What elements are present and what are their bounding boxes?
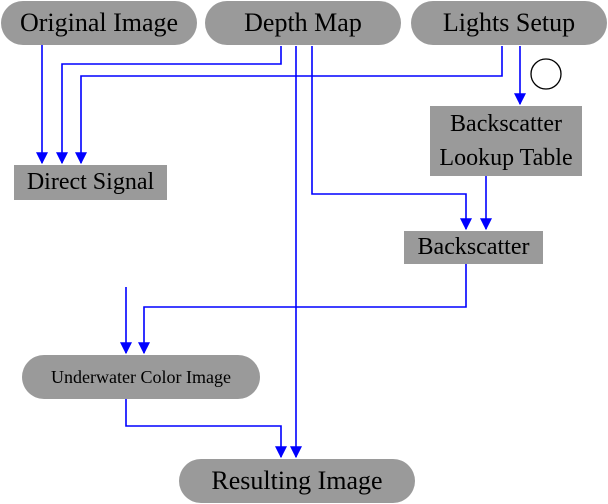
node-label: Resulting Image — [211, 466, 383, 495]
node-backscatter: Backscatter — [404, 231, 543, 264]
node-label: Backscatter — [417, 234, 530, 260]
node-underwater-color-image: Underwater Color Image — [22, 355, 260, 399]
node-label: Lights Setup — [442, 8, 576, 37]
node-depth-map: Depth Map — [205, 1, 401, 45]
edge-depth-to-direct — [56, 46, 282, 165]
edge-lights-to-direct — [75, 46, 503, 165]
edge-backscatter-to-underwater — [138, 264, 467, 355]
circle-marker — [530, 58, 562, 90]
node-label: Direct Signal — [26, 169, 155, 195]
node-backscatter-lookup-table: Backscatter Lookup Table — [430, 106, 582, 176]
node-original-image: Original Image — [1, 1, 197, 45]
node-label-line1: Backscatter — [450, 111, 562, 137]
node-label: Underwater Color Image — [51, 366, 231, 387]
node-label-line2: Lookup Table — [439, 145, 573, 171]
edge-depth-to-backscatter — [311, 46, 472, 231]
edge-underwater-to-result — [125, 398, 287, 459]
node-direct-signal: Direct Signal — [14, 165, 167, 200]
node-lights-setup: Lights Setup — [411, 1, 607, 45]
node-label: Depth Map — [244, 8, 362, 37]
node-resulting-image: Resulting Image — [179, 459, 415, 503]
node-label: Original Image — [19, 8, 179, 37]
